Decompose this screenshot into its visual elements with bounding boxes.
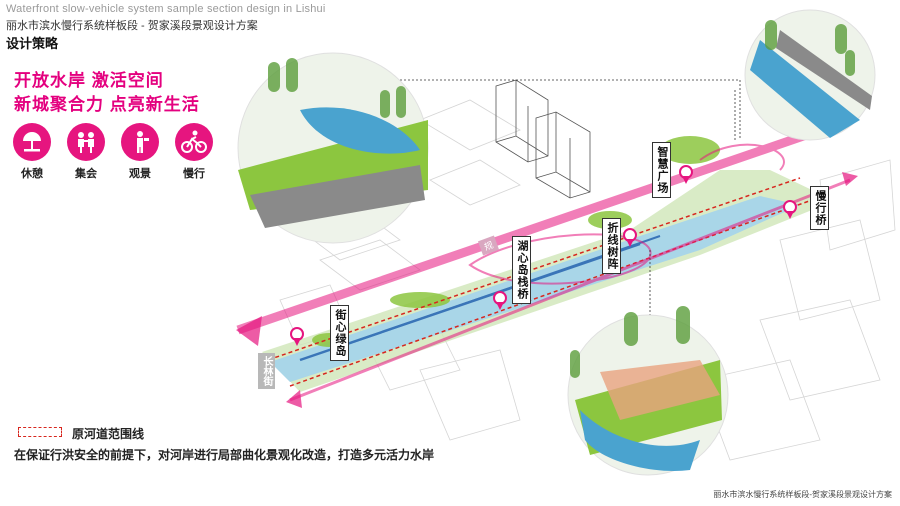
route-arrow-icon [842,172,858,186]
route-arrow-icon [286,390,302,408]
legend-dashed-line [18,427,62,437]
original-river-line [261,177,801,363]
callout-zigzag-tree-array: 折线树阵 [602,218,621,274]
function-rest: 休憩 [8,123,56,181]
function-gather: 集会 [62,123,110,181]
pin-icon [783,200,797,219]
design-description: 在保证行洪安全的前提下，对河岸进行局部曲化景观化改造，打造多元活力水岸 [14,448,435,462]
people-gathering-icon [67,123,105,161]
location-pins [290,165,797,346]
section-title: 设计策略 [6,36,59,51]
function-label: 观景 [129,168,151,180]
legend-label: 原河道范围线 [72,427,145,441]
original-river-line [289,199,813,387]
callout-smart-plaza: 智慧广场 [652,142,671,198]
function-label: 休憩 [21,168,43,180]
callout-slow-bridge: 慢行桥 [810,186,829,230]
function-icon-row: 休憩 集会 观景 [8,123,218,185]
street-name-label: 长林街 [258,353,275,389]
detail-bubble-top-left [237,52,429,244]
slogan-line-2: 新城聚合力 点亮新生活 [14,95,200,114]
function-label: 集会 [75,168,97,180]
viewing-icon [121,123,159,161]
header-title-cn: 丽水市滨水慢行系统样板段 - 贺家溪段景观设计方案 [6,20,258,32]
detail-bubble-top-right [744,9,876,141]
pin-icon [679,165,693,184]
footer-caption: 丽水市滨水慢行系统样板段-贺家溪段景观设计方案 [713,490,892,499]
pin-icon [493,291,507,310]
umbrella-rest-icon [13,123,51,161]
cycling-icon [175,123,213,161]
river-channel [270,196,800,382]
callout-street-green-island: 街心绿岛 [330,305,349,361]
function-label: 慢行 [183,168,205,180]
callout-lake-island-bridge: 湖心岛栈桥 [512,236,531,304]
wireframe-buildings [495,79,591,199]
function-slow: 慢行 [170,123,218,181]
pin-icon [290,327,304,346]
route-arrow-icon [236,316,262,346]
slogan-line-1: 开放水岸 激活空间 [14,71,164,90]
detail-bubble-bottom [567,306,729,476]
pin-icon [623,228,637,247]
function-view: 观景 [116,123,164,181]
header-title-en: Waterfront slow-vehicle system sample se… [6,3,326,15]
